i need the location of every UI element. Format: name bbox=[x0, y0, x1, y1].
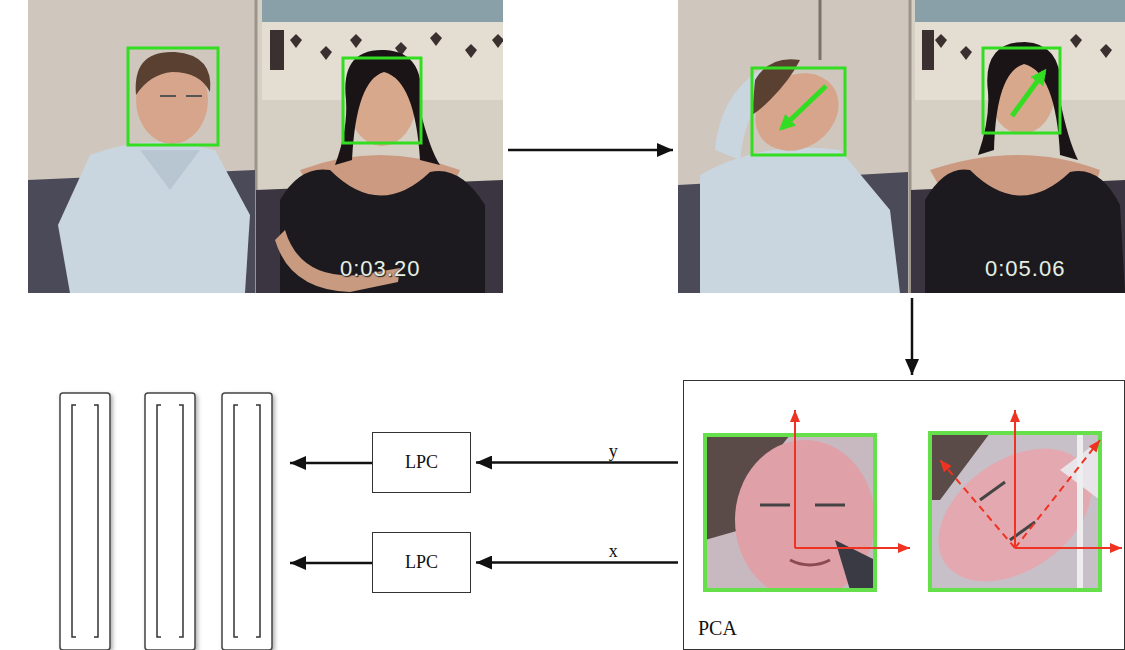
feature-vectors bbox=[60, 393, 272, 650]
face-crop bbox=[705, 435, 875, 590]
video-frame: 0:03.20 bbox=[28, 0, 503, 293]
flow-arrow bbox=[508, 149, 673, 152]
timestamp: 0:03.20 bbox=[340, 256, 420, 282]
pca-axes bbox=[795, 410, 1122, 548]
signal-label: x bbox=[607, 542, 620, 560]
box-label: LPC bbox=[405, 552, 438, 573]
signal-label: y bbox=[607, 442, 620, 460]
video-frame bbox=[678, 0, 1125, 293]
flow-arrow bbox=[476, 561, 678, 564]
timestamp: 0:05.06 bbox=[985, 256, 1065, 282]
video-frame bbox=[28, 0, 503, 293]
video-frame: 0:05.06 bbox=[678, 0, 1125, 293]
flow-arrow bbox=[476, 461, 678, 464]
flow-arrow bbox=[911, 298, 914, 375]
panel-title: PCA bbox=[698, 617, 737, 640]
output-arrows bbox=[290, 463, 372, 563]
pca-panel: PCA bbox=[683, 380, 1125, 650]
box-label: LPC bbox=[405, 452, 438, 473]
process-box: LPC bbox=[372, 432, 471, 493]
vector-brackets bbox=[72, 405, 260, 637]
process-box: LPC bbox=[372, 532, 471, 593]
